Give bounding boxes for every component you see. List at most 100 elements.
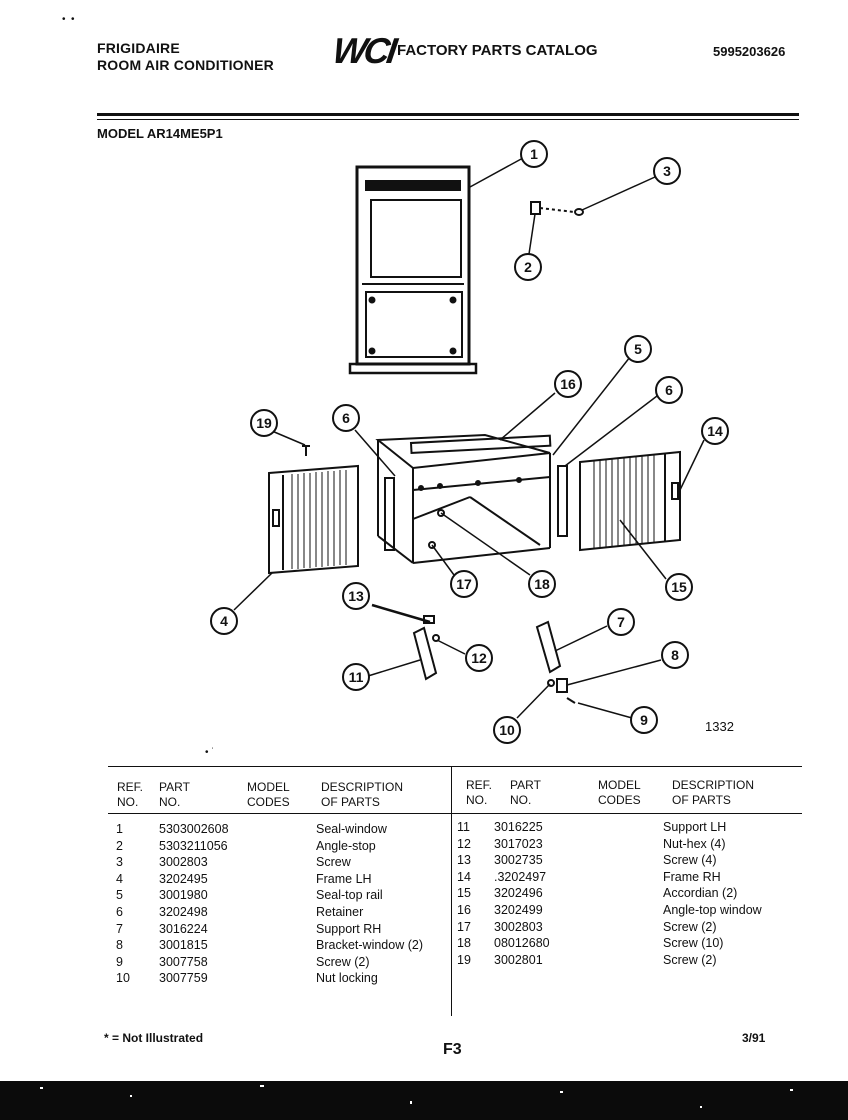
ref-cell: 3 (116, 855, 123, 870)
ref-cell: 7 (116, 921, 123, 936)
callout-label: 6 (342, 410, 350, 426)
catalog-number: 5995203626 (713, 44, 786, 59)
description-cell: Screw (2) (663, 952, 717, 967)
ref-cell: 5 (116, 888, 123, 903)
callout-6: 6 (655, 376, 683, 404)
drawing-number: 1332 (705, 719, 734, 734)
callout-circle (465, 644, 493, 672)
description-cell: Screw (2) (316, 954, 370, 969)
callout-label: 4 (220, 613, 228, 629)
description-cell: Screw (316, 855, 351, 870)
page-number: F3 (443, 1041, 462, 1058)
description-cell: Screw (4) (663, 853, 717, 868)
part-number-cell: 3202496 (494, 886, 543, 901)
description-cell: Retainer (316, 905, 364, 919)
parts-table: REF. NO. PART NO. MODEL CODES DESCRIPTIO… (108, 766, 802, 1016)
ref-cell: 2 (116, 838, 123, 853)
callout-label: 1 (530, 146, 538, 162)
callout-10: 10 (493, 716, 521, 744)
header-ref: REF. NO. (117, 780, 143, 810)
description-cell: Support RH (316, 921, 382, 936)
callout-6: 6 (332, 404, 360, 432)
description-cell: Bracket-window (2) (316, 938, 423, 953)
callout-circle (514, 253, 542, 281)
header-desc-line2: OF PARTS (321, 795, 380, 809)
retainer-left (384, 477, 395, 551)
callout-13: 13 (342, 582, 370, 610)
part-number-cell: 3002803 (494, 919, 543, 934)
header-part-right: PART NO. (510, 778, 541, 808)
callout-circle (665, 573, 693, 601)
callout-19: 19 (250, 409, 278, 437)
window-seal-panel (348, 165, 478, 375)
part-number-cell: 3007759 (159, 971, 208, 986)
revision-date: 3/91 (742, 1031, 766, 1045)
part-number-cell: 3202498 (159, 905, 208, 919)
ref-cell: 16 (457, 903, 471, 917)
table-divider (451, 766, 452, 1016)
brand-block: FRIGIDAIRE ROOM AIR CONDITIONER (97, 40, 274, 74)
ref-cell: 18 (457, 936, 471, 951)
callout-circle (661, 641, 689, 669)
ref-cell: 19 (457, 952, 471, 967)
scan-speck: • ˙ (205, 747, 215, 758)
description-cell: Angle-top window (663, 903, 762, 917)
header-desc: DESCRIPTION OF PARTS (321, 780, 403, 810)
table-top-rule (108, 766, 802, 767)
table-header-rule (108, 813, 802, 814)
callout-circle (210, 607, 238, 635)
part-number-cell: 3202499 (494, 903, 543, 917)
callout-label: 10 (499, 722, 515, 738)
ref-cell: 11 (457, 820, 470, 834)
callout-label: 18 (534, 576, 550, 592)
description-cell: Screw (2) (663, 919, 717, 934)
header-model-right-line2: CODES (598, 793, 641, 807)
callout-3: 3 (653, 157, 681, 185)
callout-2: 2 (514, 253, 542, 281)
frame-lh-accordion (268, 464, 359, 575)
ref-cell: 12 (457, 836, 471, 851)
header-model-right-line1: MODEL (598, 778, 641, 792)
header-desc-right-line2: OF PARTS (672, 793, 731, 807)
callout-11: 11 (342, 663, 370, 691)
callout-label: 19 (256, 415, 272, 431)
callout-4: 4 (210, 607, 238, 635)
callout-label: 6 (665, 382, 673, 398)
ref-cell: 6 (116, 905, 123, 919)
callout-circle (250, 409, 278, 437)
model-number: MODEL AR14ME5P1 (97, 126, 223, 141)
header-model-right: MODEL CODES (598, 778, 641, 808)
description-cell: Frame RH (663, 869, 721, 884)
header-part: PART NO. (159, 780, 190, 810)
ref-cell: 14 (457, 869, 471, 884)
callout-15: 15 (665, 573, 693, 601)
callout-16: 16 (554, 370, 582, 398)
callout-label: 9 (640, 712, 648, 728)
retainer-right (557, 465, 568, 537)
callout-circle (653, 157, 681, 185)
part-number-cell: 3001980 (159, 888, 208, 903)
description-cell: Screw (10) (663, 936, 724, 951)
callout-label: 7 (617, 614, 625, 630)
part-number-cell: 3002803 (159, 855, 208, 870)
description-cell: Frame LH (316, 871, 372, 886)
part-number-cell: 3016224 (159, 921, 208, 936)
ref-cell: 15 (457, 886, 471, 901)
header-desc-right: DESCRIPTION OF PARTS (672, 778, 754, 808)
product-name: ROOM AIR CONDITIONER (97, 57, 274, 73)
callout-circle (554, 370, 582, 398)
angle-stop-part (530, 201, 584, 216)
cabinet-sleeve (375, 433, 552, 564)
callout-8: 8 (661, 641, 689, 669)
ref-cell: 8 (116, 938, 123, 953)
scan-edge-band (0, 1081, 848, 1120)
callout-circle (655, 376, 683, 404)
description-cell: Seal-window (316, 822, 387, 836)
leader-lines (233, 157, 705, 719)
callout-circle (342, 582, 370, 610)
header-ref-right: REF. NO. (466, 778, 492, 808)
callout-label: 3 (663, 163, 671, 179)
scan-speck: • • (62, 14, 75, 25)
callout-label: 14 (707, 423, 723, 439)
